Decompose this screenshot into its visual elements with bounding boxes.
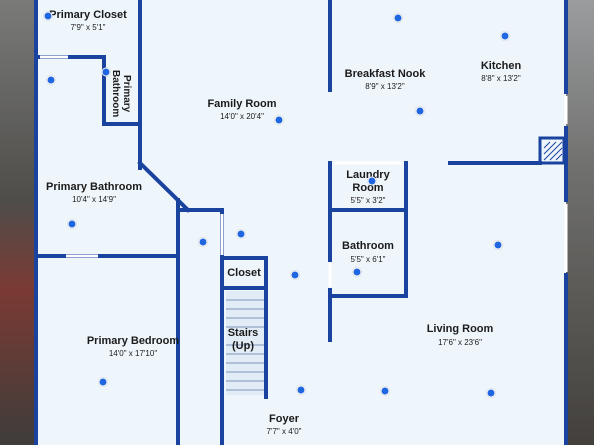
- room-name-primary-bedroom: Primary Bedroom: [86, 335, 180, 347]
- photo-marker-icon[interactable]: [367, 176, 377, 186]
- room-dims-primary-bedroom: 14'0" x 17'10": [108, 349, 158, 358]
- stairs-area: [226, 291, 264, 395]
- stair-treads: [226, 299, 264, 391]
- room-name-family-room: Family Room: [207, 98, 277, 110]
- room-dims-family-room: 14'0" x 20'4": [220, 112, 264, 121]
- room-dims-primary-bathroom: 10'4" x 14'9": [72, 195, 116, 204]
- photo-marker-icon[interactable]: [274, 115, 284, 125]
- walls: [34, 0, 568, 445]
- room-dims-foyer: 7'7" x 4'0": [266, 427, 302, 436]
- room-name-line2: Room: [352, 182, 384, 194]
- room-name-line1: Laundry: [346, 169, 390, 181]
- photo-marker-icon[interactable]: [380, 386, 390, 396]
- background-left: [0, 0, 36, 445]
- photo-marker-icon[interactable]: [98, 377, 108, 387]
- photo-marker-icon[interactable]: [493, 240, 503, 250]
- room-name-breakfast-nook: Breakfast Nook: [344, 68, 426, 80]
- floor-area: [36, 0, 566, 445]
- photo-marker-icon[interactable]: [236, 229, 246, 239]
- photo-marker-icon[interactable]: [352, 267, 362, 277]
- background-right: [566, 0, 594, 445]
- room-name-kitchen: Kitchen: [480, 60, 522, 72]
- photo-marker-icon[interactable]: [43, 11, 53, 21]
- room-dims-bathroom: 5'5" x 6'1": [350, 255, 386, 264]
- room-dims-living-room: 17'6" x 23'6": [438, 338, 482, 347]
- room-name-primary-closet: Primary Closet: [49, 9, 127, 21]
- room-name-primary-bathroom-small: Primary Bathroom: [110, 66, 132, 122]
- photo-marker-icon[interactable]: [290, 270, 300, 280]
- room-name-living-room: Living Room: [426, 323, 494, 335]
- appliance-box: [538, 136, 566, 165]
- windows: [40, 55, 568, 287]
- room-name-closet: Closet: [227, 267, 261, 279]
- photo-marker-icon[interactable]: [101, 67, 111, 77]
- photo-marker-icon[interactable]: [296, 385, 306, 395]
- room-name-line2: (Up): [231, 340, 254, 352]
- room-name-foyer: Foyer: [269, 413, 299, 425]
- room-name-line2: Bathroom: [110, 70, 121, 118]
- photo-marker-icon[interactable]: [46, 75, 56, 85]
- photo-marker-icon[interactable]: [500, 31, 510, 41]
- room-dims-primary-closet: 7'9" x 5'1": [70, 23, 106, 32]
- room-dims-laundry-room: 5'5" x 3'2": [350, 196, 386, 205]
- appliance-hatch: [543, 141, 563, 161]
- room-name-primary-bathroom: Primary Bathroom: [46, 181, 142, 193]
- room-name-stairs: Stairs (Up): [228, 327, 259, 353]
- room-dims-kitchen: 8'8" x 13'2": [481, 74, 521, 83]
- room-dims-breakfast-nook: 8'9" x 13'2": [365, 82, 405, 91]
- room-name-line1: Stairs: [227, 327, 259, 339]
- room-name-laundry-room: Laundry Room: [346, 169, 389, 195]
- photo-marker-icon[interactable]: [486, 388, 496, 398]
- room-name-bathroom: Bathroom: [342, 240, 394, 252]
- photo-marker-icon[interactable]: [415, 106, 425, 116]
- room-name-line1: Primary: [121, 75, 132, 113]
- photo-marker-icon[interactable]: [198, 237, 208, 247]
- photo-marker-icon[interactable]: [393, 13, 403, 23]
- photo-marker-icon[interactable]: [67, 219, 77, 229]
